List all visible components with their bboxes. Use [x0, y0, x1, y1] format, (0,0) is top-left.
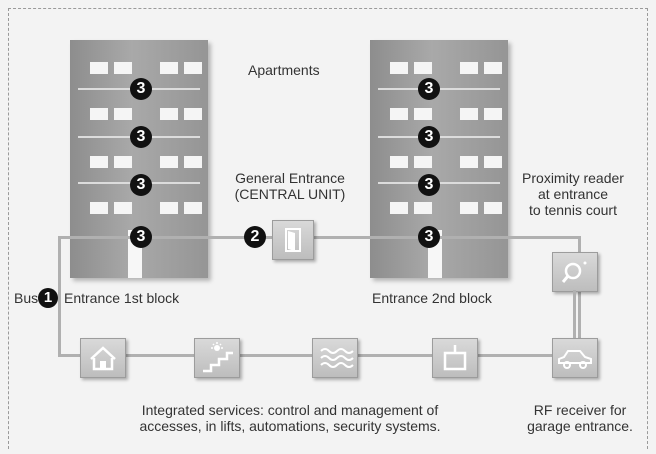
heating-waves-icon: [320, 348, 354, 368]
house-icon: [90, 346, 116, 371]
building-2: [370, 40, 508, 278]
rf-garage-device[interactable]: [552, 338, 598, 378]
badge-3: 3: [418, 174, 440, 196]
monitor-device[interactable]: [432, 338, 478, 378]
badge-3: 3: [418, 78, 440, 100]
bus-line-right: [578, 236, 581, 356]
proximity-reader[interactable]: [552, 252, 598, 292]
stairs-light-icon: [203, 342, 233, 373]
badge-2: 2: [244, 226, 266, 248]
reader-link: [573, 290, 576, 338]
entrance-2-label: Entrance 2nd block: [372, 290, 492, 306]
badge-3: 3: [418, 126, 440, 148]
home-device[interactable]: [80, 338, 126, 378]
bus-line-left: [58, 236, 61, 356]
proximity-line-1: Proximity reader: [522, 170, 624, 186]
magnifier-icon: [561, 261, 587, 283]
badge-3: 3: [130, 126, 152, 148]
rf-label: RF receiver for garage entrance.: [510, 402, 650, 434]
apartments-label: Apartments: [248, 62, 320, 78]
services-line-1: Integrated services: control and managem…: [141, 402, 439, 418]
general-entrance-line-1: General Entrance: [235, 170, 345, 186]
services-label: Integrated services: control and managem…: [100, 402, 480, 434]
badge-3: 3: [130, 226, 152, 248]
monitor-icon: [443, 345, 467, 371]
proximity-line-3: to tennis court: [529, 202, 617, 218]
proximity-label: Proximity reader at entrance to tennis c…: [498, 170, 648, 218]
badge-3: 3: [418, 226, 440, 248]
general-entrance-line-2: (CENTRAL UNIT): [234, 186, 346, 202]
bus-line-top: [58, 236, 580, 239]
central-unit-door[interactable]: [272, 220, 314, 260]
door-icon: [285, 228, 301, 252]
diagram-frame: [8, 8, 648, 449]
badge-3: 3: [130, 78, 152, 100]
rf-line-1: RF receiver for: [533, 402, 627, 418]
bus-label: Bus: [14, 290, 39, 306]
stairs-light-device[interactable]: [194, 338, 240, 378]
rf-line-2: garage entrance.: [527, 418, 633, 434]
services-line-2: accesses, in lifts, automations, securit…: [139, 418, 441, 434]
entrance-1-label: Entrance 1st block: [64, 290, 180, 306]
badge-1: 1: [38, 288, 58, 308]
car-icon: [558, 350, 592, 369]
proximity-line-2: at entrance: [537, 186, 609, 202]
heating-device[interactable]: [312, 338, 358, 378]
general-entrance-label: General Entrance (CENTRAL UNIT): [210, 170, 370, 202]
badge-3: 3: [130, 174, 152, 196]
